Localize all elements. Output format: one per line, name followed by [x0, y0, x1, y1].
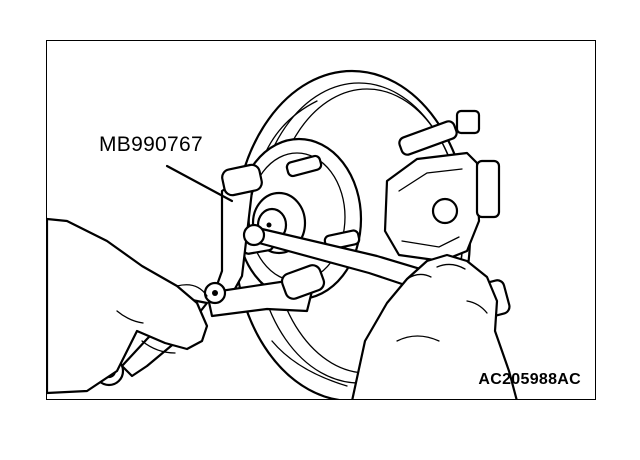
- brake-caliper: [383, 109, 501, 263]
- hub-tool-illustration: [47, 69, 518, 399]
- label-leader-line: [165, 164, 234, 203]
- figure-id-label: AC205988AC: [478, 371, 581, 388]
- figure-frame: MB990767 AC205988AC: [46, 40, 596, 400]
- stud-top: [285, 154, 323, 178]
- tool-callout-label: MB990767: [99, 133, 203, 156]
- left-hand: [47, 217, 209, 395]
- right-hand: [351, 253, 518, 399]
